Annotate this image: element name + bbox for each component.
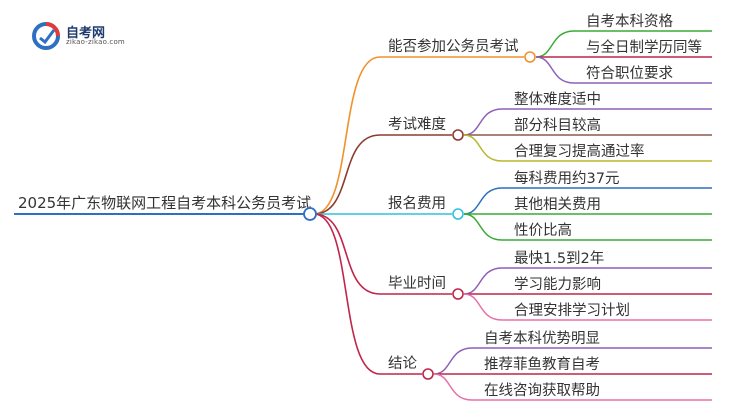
child-label: 部分科目较高 <box>514 116 601 134</box>
branch-label: 考试难度 <box>388 116 446 133</box>
child-label: 每科费用约37元 <box>514 170 619 187</box>
child-label: 最快1.5到2年 <box>514 250 604 267</box>
branch-node-circle <box>524 51 536 63</box>
child-connector <box>463 108 503 136</box>
child-connector <box>433 373 473 401</box>
child-connector <box>535 30 575 58</box>
child-label: 性价比高 <box>514 222 572 239</box>
branch-label: 报名费用 <box>388 195 446 212</box>
child-label: 合理复习提高通过率 <box>514 142 645 160</box>
child-connector <box>463 293 503 321</box>
child-label: 自考本科资格 <box>586 13 673 30</box>
child-label: 与全日制学历同等 <box>586 38 702 56</box>
branch-connector <box>313 134 381 215</box>
branch-node-circle <box>422 368 434 380</box>
branch-label: 结论 <box>388 355 417 372</box>
logo-url: zikao-zikao.com <box>66 38 125 46</box>
child-label: 符合职位要求 <box>586 65 673 82</box>
branch-node-circle <box>452 288 464 300</box>
child-label: 学习能力影响 <box>514 276 601 293</box>
branch-connector <box>313 213 381 295</box>
child-connector <box>463 134 503 162</box>
logo-icon <box>32 22 60 50</box>
branch-connector <box>313 213 381 375</box>
child-connector <box>463 267 503 295</box>
branch-label: 毕业时间 <box>388 275 446 292</box>
branch-connector <box>313 56 381 215</box>
child-label: 在线咨询获取帮助 <box>484 382 600 399</box>
child-label: 其他相关费用 <box>514 196 601 213</box>
child-connector <box>535 56 575 84</box>
child-label: 整体难度适中 <box>514 91 601 108</box>
logo-title: 自考网 <box>66 26 106 41</box>
root-node-circle <box>303 207 317 221</box>
branch-node-circle <box>452 129 464 141</box>
child-label: 合理安排学习计划 <box>514 302 630 319</box>
child-connector <box>463 213 503 241</box>
child-connector <box>433 347 473 375</box>
child-connector <box>463 187 503 215</box>
child-label: 推荐菲鱼教育自考 <box>484 355 600 373</box>
child-label: 自考本科优势明显 <box>484 330 600 347</box>
root-label: 2025年广东物联网工程自考本科公务员考试 <box>18 194 311 212</box>
site-logo[interactable]: 自考网 zikao-zikao.com <box>30 18 140 52</box>
branch-node-circle <box>452 208 464 220</box>
branch-label: 能否参加公务员考试 <box>388 38 519 55</box>
